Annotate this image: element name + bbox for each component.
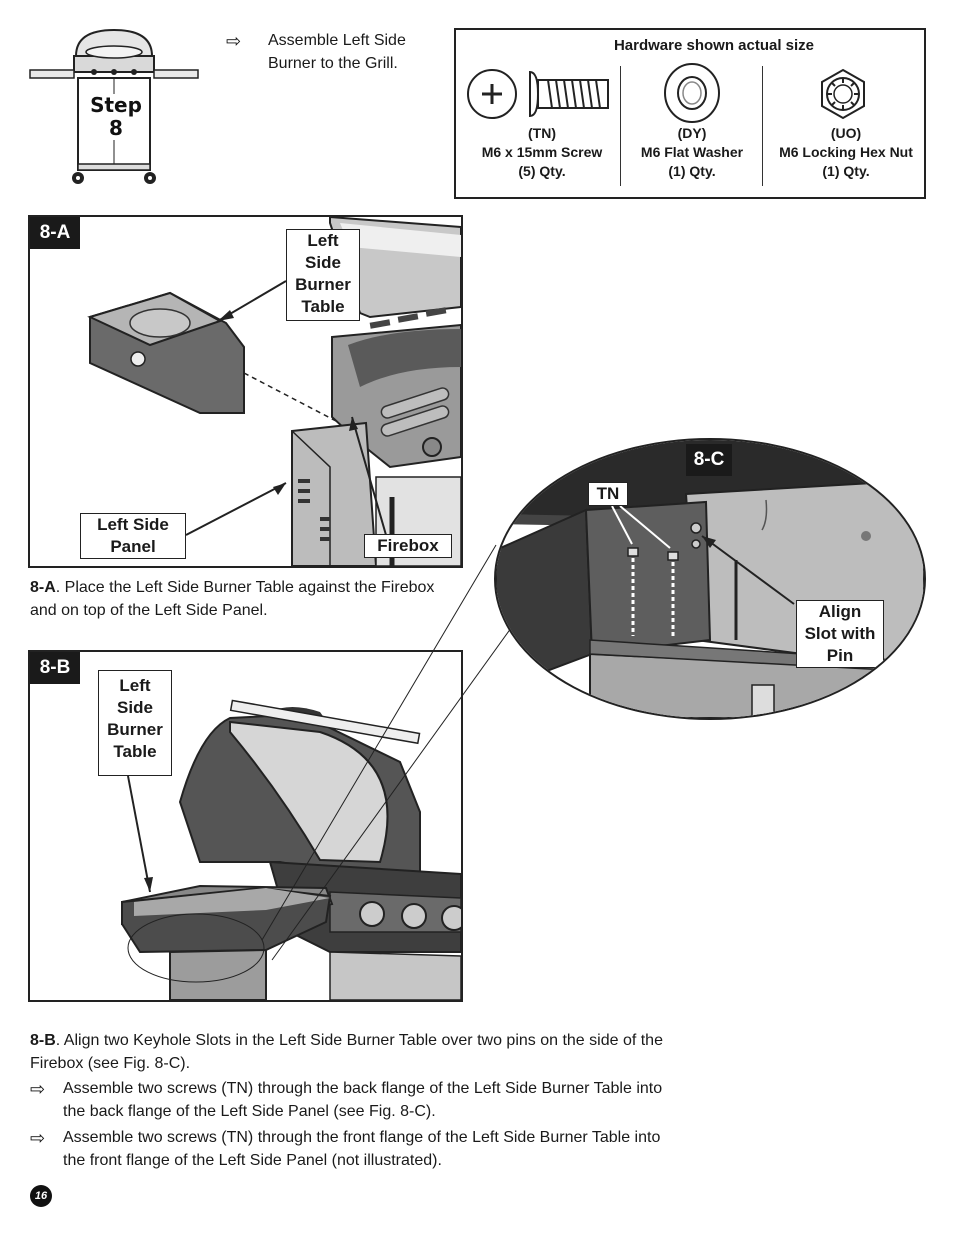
figure-8b-illustration (121, 699, 461, 1000)
arrow-right-icon: ⇨ (30, 1079, 46, 1099)
callout-left-side-panel: Left Side Panel (80, 513, 186, 559)
arrow-right-icon: ⇨ (30, 1128, 46, 1148)
step-number: 8 (109, 116, 123, 140)
step-label: Step (90, 93, 142, 117)
callout-line: Burner (107, 720, 163, 739)
hex-nut-icon (821, 68, 865, 120)
callout-left-side-burner-table: Left Side Burner Table (98, 670, 172, 776)
hardware-name: M6 Locking Hex Nut (779, 144, 913, 160)
callout-line: Table (301, 297, 345, 316)
figure-8c: 8-C TN Align Slot with Pin (494, 438, 926, 720)
instruction-8b: 8-B. Align two Keyhole Slots in the Left… (30, 1029, 680, 1075)
callout-line: Burner (295, 275, 351, 294)
callout-line: Left Side (97, 515, 169, 534)
figure-8b: 8-B Left Side Burner Table (28, 650, 463, 1002)
page-number: 16 (30, 1185, 52, 1207)
hardware-name: M6 Flat Washer (640, 144, 744, 160)
callout-line: Pin (826, 646, 854, 665)
hardware-title: Hardware shown actual size (613, 37, 815, 54)
figure-8a: 8-A Left Side Burner Table Left Side Pan… (28, 215, 463, 568)
callout-line: Left (307, 231, 339, 250)
hardware-code: (UO) (830, 125, 862, 141)
washer-icon (664, 63, 720, 123)
instruction-label: 8-B (30, 1032, 56, 1049)
caption-label: 8-A (30, 579, 56, 596)
callout-left-side-burner-table: Left Side Burner Table (286, 229, 360, 321)
hardware-qty: (5) Qty. (518, 163, 566, 179)
callout-line: Panel (110, 537, 156, 556)
callout-line: Table (113, 742, 157, 761)
intro-text: Assemble Left Side Burner to the Grill. (268, 32, 406, 72)
hardware-box: Hardware shown actual size (TN) M6 x 15m… (454, 28, 926, 199)
screw-icon (467, 69, 609, 119)
callout-line: Side (305, 253, 341, 272)
caption-8a: 8-A. Place the Left Side Burner Table ag… (30, 576, 462, 622)
hardware-caption-uo: (UO) M6 Locking Hex Nut (1) Qty. (766, 124, 926, 181)
hardware-divider (762, 66, 763, 186)
callout-align-slot-with-pin: Align Slot with Pin (796, 600, 884, 668)
step-badge: Step 8 (88, 94, 144, 140)
hardware-qty: (1) Qty. (668, 163, 716, 179)
callout-firebox: Firebox (364, 534, 452, 558)
hardware-code: (DY) (677, 125, 707, 141)
figure-8a-illustration (87, 217, 461, 566)
hardware-name: M6 x 15mm Screw (481, 144, 603, 160)
callout-line: Side (117, 698, 153, 717)
callout-line: Align (818, 602, 862, 621)
hardware-caption-dy: (DY) M6 Flat Washer (1) Qty. (624, 124, 760, 181)
figure-tag-8b: 8-B (30, 652, 80, 684)
callout-tn: TN (588, 482, 628, 506)
figure-8c-illustration (496, 440, 924, 718)
figure-tag-8a: 8-A (30, 217, 80, 249)
caption-text: . Place the Left Side Burner Table again… (30, 579, 435, 619)
instruction-bullet: Assemble two screws (TN) through the bac… (63, 1080, 663, 1120)
arrow-right-icon: ⇨ (226, 31, 242, 51)
instruction-text: . Align two Keyhole Slots in the Left Si… (30, 1032, 663, 1072)
hardware-divider (620, 66, 621, 186)
figure-tag-8c: 8-C (686, 444, 732, 476)
hardware-caption-tn: (TN) M6 x 15mm Screw (5) Qty. (462, 124, 622, 181)
hardware-code: (TN) (528, 125, 556, 141)
hardware-qty: (1) Qty. (822, 163, 870, 179)
callout-line: Slot with (804, 624, 876, 643)
callout-line: Left (119, 676, 151, 695)
instruction-bullet: Assemble two screws (TN) through the fro… (63, 1129, 661, 1169)
